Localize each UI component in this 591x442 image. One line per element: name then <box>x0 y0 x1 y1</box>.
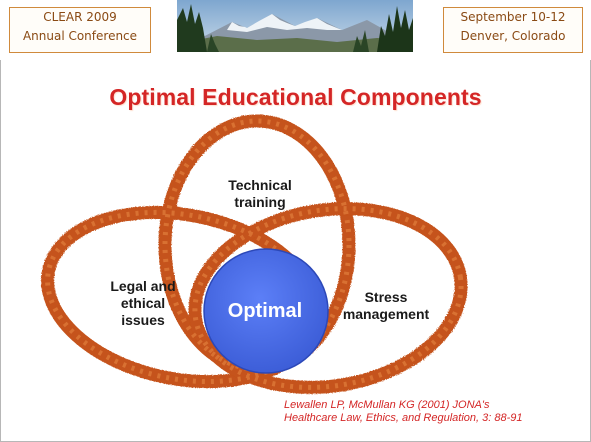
stress-management-label: Stress management <box>342 289 430 322</box>
conference-date-box: September 10-12 Denver, Colorado <box>443 7 583 53</box>
conference-type: Annual Conference <box>22 29 138 43</box>
conference-name: CLEAR 2009 <box>43 10 117 24</box>
legal-ethical-issues-label: Legal and ethical issues <box>110 278 176 328</box>
citation-line-1: Lewallen LP, McMullan KG (2001) JONA's <box>284 399 490 411</box>
slide-title: Optimal Educational Components <box>109 84 482 110</box>
conference-location: Denver, Colorado <box>460 29 566 43</box>
conference-dates: September 10-12 <box>460 10 566 24</box>
citation: Lewallen LP, McMullan KG (2001) JONA's H… <box>284 399 584 425</box>
optimal-label: Optimal <box>227 300 303 322</box>
optimal-center-circle <box>203 248 329 374</box>
technical-training-label: Technical training <box>228 177 292 210</box>
conference-name-box: CLEAR 2009 Annual Conference <box>9 7 151 53</box>
mountain-landscape-image <box>177 0 413 52</box>
citation-line-2: Healthcare Law, Ethics, and Regulation, … <box>284 412 523 424</box>
